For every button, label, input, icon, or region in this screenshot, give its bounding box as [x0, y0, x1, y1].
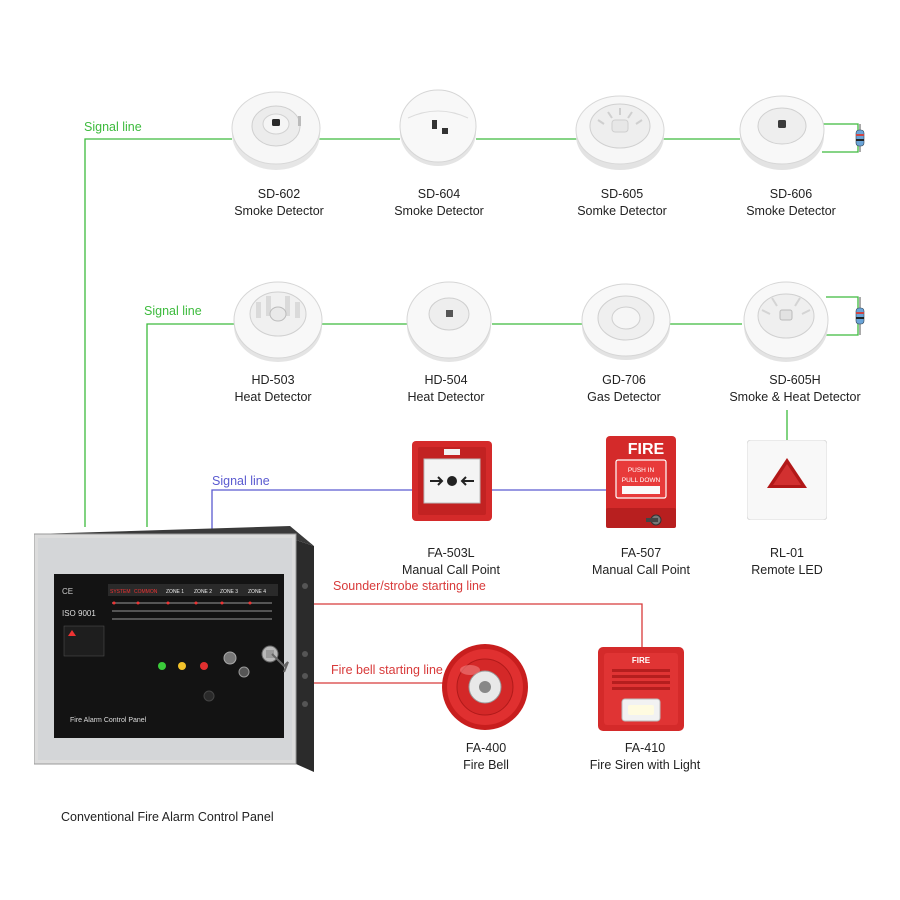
smoke-heat-detector-icon	[742, 272, 830, 366]
resistor-1	[855, 124, 865, 152]
push-in-text: PUSH IN	[628, 467, 655, 474]
sounder-line-label: Sounder/strobe starting line	[333, 579, 486, 593]
pull-down-text: PULL DOWN	[622, 477, 661, 484]
signal-line-label-1: Signal line	[84, 120, 142, 134]
heat-detector-icon	[232, 272, 324, 366]
signal-line-2-wire	[146, 323, 742, 527]
fire-siren-strobe-icon: FIRE	[598, 647, 684, 731]
fire-bell-icon	[440, 642, 530, 732]
smoke-detector-icon	[738, 90, 826, 172]
fire-pull-station-icon: FIRE PUSH IN PULL DOWN	[606, 436, 676, 532]
signal-line-1-wire	[84, 138, 740, 527]
heat-detector-icon	[404, 272, 494, 366]
fire-alarm-control-panel: CE ISO 9001 SYSTEM COMMON ZONE 1 ZONE 2 …	[34, 526, 316, 776]
smoke-detector-icon	[230, 88, 322, 172]
siren-fire-text: FIRE	[632, 656, 651, 665]
panel-header-zone-3: ZONE 3	[220, 589, 238, 595]
gas-detector-icon	[580, 274, 672, 364]
panel-header-zone-1: ZONE 1	[166, 589, 184, 595]
panel-caption: Conventional Fire Alarm Control Panel	[61, 810, 274, 824]
panel-header-common: COMMON	[134, 589, 158, 595]
signal-line-label-3: Signal line	[212, 474, 270, 488]
manual-call-point-icon	[412, 441, 492, 521]
panel-header-zone-4: ZONE 4	[248, 589, 266, 595]
signal-line-label-2: Signal line	[144, 304, 202, 318]
smoke-detector-icon	[398, 84, 478, 170]
eol-loop-1	[822, 123, 859, 153]
fire-sign-text: FIRE	[628, 441, 665, 458]
panel-name-text: Fire Alarm Control Panel	[70, 717, 147, 724]
panel-iso-mark: ISO 9001	[62, 609, 96, 618]
remote-led-icon	[747, 440, 827, 520]
sounder-line-wire	[312, 603, 643, 647]
resistor-2	[855, 297, 865, 335]
panel-header-zone-2: ZONE 2	[194, 589, 212, 595]
bell-line-label: Fire bell starting line	[331, 663, 443, 677]
panel-ce-mark: CE	[62, 587, 73, 596]
signal-line-3-wire	[211, 489, 610, 530]
smoke-detector-icon	[574, 90, 666, 172]
eol-loop-2	[826, 296, 859, 336]
panel-header-system: SYSTEM	[110, 589, 131, 595]
